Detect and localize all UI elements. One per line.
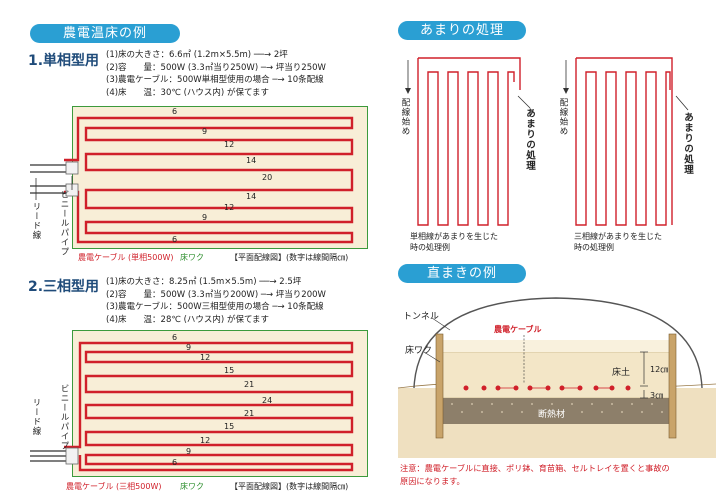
insulation-texture [451, 403, 663, 413]
start-label: 配線始め [400, 98, 410, 136]
caption-line: 単相線があまりを生じた [410, 232, 498, 241]
spacing-label: 9 [202, 127, 208, 136]
frame-post-right [668, 333, 677, 439]
three-specs: (1)床の大きさ：8.25㎡ (1.5m×5.5m) ──→ 2.5坪 (2)容… [106, 276, 326, 326]
three-lead-lines [30, 450, 68, 462]
header-direct: 直まきの例 [398, 264, 526, 283]
spec-line: (4)床 温：30℃ (ハウス内) が保てます [106, 87, 270, 98]
insulation-layer [442, 398, 670, 424]
spec-line: (1)床の大きさ：6.6㎡ (1.2m×5.5m) ──→ 2坪 [106, 50, 288, 60]
pipe-label: ビニールパイプ [59, 190, 69, 257]
spec-line: (2)容 量：500W (3.3㎡当り200W) ─→ 坪当り200W [106, 289, 326, 300]
leftover-single-cable [417, 57, 521, 226]
plan-label: 【平面配線図】(数字は線間隔㎝) [230, 253, 349, 262]
note-line: 注意：農電ケーブルに直接、ポリ鉢、育苗箱、セルトレイを置くと事故の [400, 463, 670, 473]
spacing-label: 12 [224, 203, 235, 212]
lead-label: リード線 [31, 202, 41, 240]
spec-line: (2)容 量：500W (3.3㎡当り250W) ─→ 坪当り250W [106, 62, 326, 73]
spacing-label: 21 [244, 380, 255, 389]
three-title: 2.三相型用 [28, 279, 100, 295]
frame-pointer [423, 351, 441, 363]
spacing-label: 6 [172, 107, 178, 116]
spacing-label: 15 [224, 366, 235, 375]
arrow-head [405, 88, 411, 94]
pointer-line [517, 95, 531, 109]
spacing-label: 12 [200, 436, 211, 445]
cable-label: 農電ケーブル [494, 325, 542, 334]
note-line: 原因になります。 [400, 476, 465, 486]
spacing-label: 14 [246, 192, 257, 201]
remainder-label: あまりの処理 [524, 108, 535, 171]
spec-line: (1)床の大きさ：8.25㎡ (1.5m×5.5m) ──→ 2.5坪 [106, 277, 302, 287]
tunnel-pointer [431, 317, 451, 331]
three-cable-path [64, 341, 354, 472]
spacing-label: 12 [200, 353, 211, 362]
frame-label: 床ワク [180, 482, 204, 491]
single-bed-frame [72, 106, 368, 249]
leftover-three-cable [575, 57, 673, 226]
arrow-head [563, 88, 569, 94]
soil-label: 床土 [612, 368, 631, 378]
three-bed-frame [72, 330, 368, 477]
spacing-label: 9 [186, 343, 192, 352]
single-cable-path [64, 116, 354, 244]
single-title: 1.単相型用 [28, 53, 100, 69]
caption-line: 時の処理例 [410, 243, 450, 252]
spec-line: (3)農電ケーブル：500W単相型使用の場合 ─→ 10条配線 [106, 75, 324, 85]
pointer-line [675, 95, 689, 111]
spacing-label: 14 [246, 156, 257, 165]
plan-label: 【平面配線図】(数字は線間隔㎝) [230, 482, 349, 491]
single-specs: (1)床の大きさ：6.6㎡ (1.2m×5.5m) ──→ 2坪 (2)容 量：… [106, 49, 326, 99]
cable-dots [463, 385, 631, 391]
spacing-label: 21 [244, 409, 255, 418]
pipe-label: ビニールパイプ [59, 384, 69, 451]
header-leftover: あまりの処理 [398, 21, 526, 40]
caution-note: 注意：農電ケーブルに直接、ポリ鉢、育苗箱、セルトレイを置くと事故の 原因になりま… [400, 462, 670, 488]
pipe-joint [65, 447, 79, 465]
caption-line: 三相線があまりを生じた [574, 232, 662, 241]
spacing-label: 9 [186, 447, 192, 456]
spacing-label: 6 [172, 458, 178, 467]
remainder-label: あまりの処理 [682, 112, 693, 175]
header-main: 農電温床の例 [30, 24, 180, 43]
spec-line: (3)農電ケーブル：500W三相型使用の場合 ─→ 10条配線 [106, 302, 324, 312]
bed-top [442, 340, 670, 352]
cable-label: 農電ケーブル (単相500W) [78, 253, 174, 262]
caption-line: 時の処理例 [574, 243, 614, 252]
tunnel-arc [413, 297, 703, 389]
start-label: 配線始め [558, 98, 568, 136]
spacing-label: 9 [202, 213, 208, 222]
insulation-label: 断熱材 [538, 410, 566, 420]
single-caption: 単相線があまりを生じた 時の処理例 [410, 231, 498, 253]
depth-markers [640, 351, 648, 399]
spacing-label: 20 [262, 173, 273, 182]
frame-post-left [435, 333, 444, 439]
spacing-label: 6 [172, 235, 178, 244]
cable-label: 農電ケーブル (三相500W) [66, 482, 162, 491]
lead-label: リード線 [31, 398, 41, 436]
spacing-label: 6 [172, 333, 178, 342]
spacing-label: 12 [224, 140, 235, 149]
frame-label: 床ワク [405, 346, 433, 356]
bed-soil [441, 351, 671, 399]
spec-line: (4)床 温：28℃ (ハウス内) が保てます [106, 314, 270, 325]
spacing-label: 24 [262, 396, 273, 405]
spacing-label: 15 [224, 422, 235, 431]
depth-label: 3㎝ [650, 391, 664, 400]
depth-label: 12㎝ [650, 365, 669, 374]
pipe-joint [65, 161, 79, 175]
frame-label: 床ワク [180, 253, 204, 262]
three-caption: 三相線があまりを生じた 時の処理例 [574, 231, 662, 253]
tunnel-label: トンネル [403, 312, 439, 322]
